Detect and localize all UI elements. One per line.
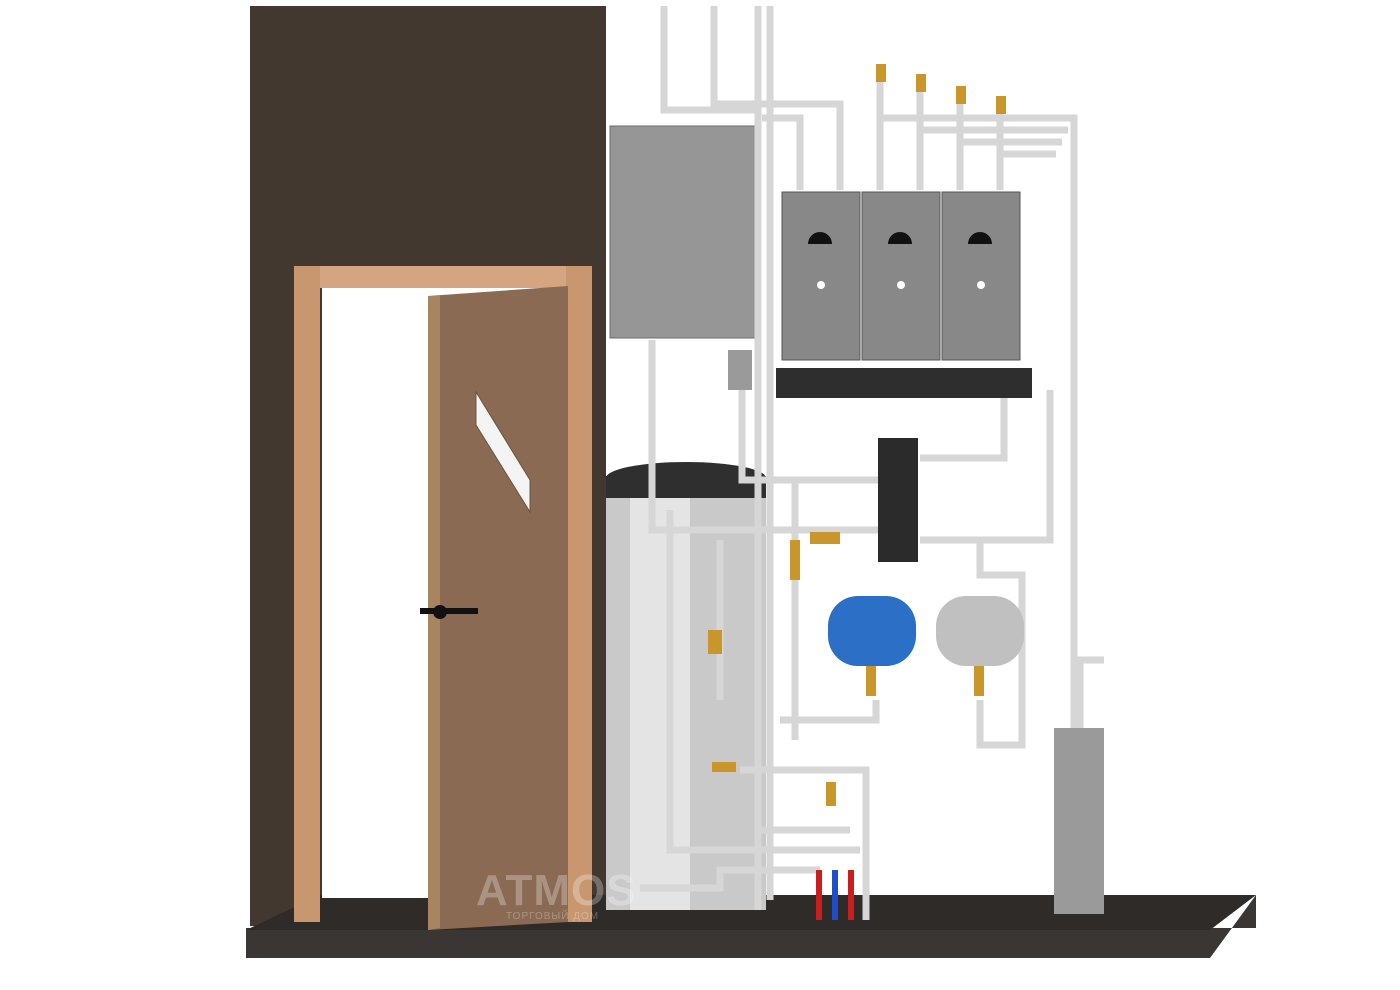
valves [708, 64, 1006, 806]
hydraulic-separator [878, 438, 918, 562]
watermark-brand: ATMOS [476, 866, 637, 915]
floor-unit [1054, 728, 1104, 914]
door-handle [420, 608, 478, 614]
hot-pipe [816, 870, 822, 920]
pipes [640, 6, 1078, 920]
pump [728, 350, 752, 390]
expansion-tank-grey [936, 596, 1024, 696]
boiler-1 [781, 191, 861, 361]
water-heater-tank [606, 462, 766, 910]
boiler-3 [941, 191, 1021, 361]
hot-pipe-2 [848, 870, 854, 920]
cold-pipe [832, 870, 838, 920]
manifold [776, 368, 1032, 398]
watermark-subtitle: ТОРГОВЫЙ ДОМ [506, 911, 600, 922]
floor [246, 895, 1256, 958]
boiler-bank [781, 191, 1021, 361]
boiler-2 [861, 191, 941, 361]
expansion-tank-blue [828, 596, 916, 696]
control-cabinet [609, 125, 757, 339]
door [420, 286, 568, 930]
